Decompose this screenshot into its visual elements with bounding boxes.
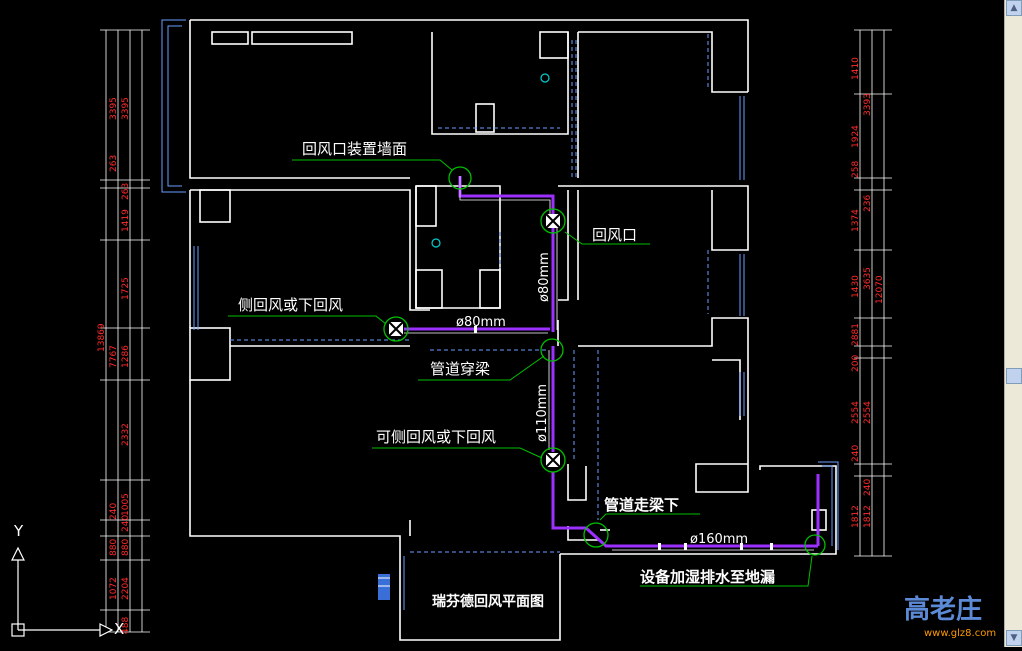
right-dimension-lines [854, 29, 892, 557]
plan-title: 瑞芬德回风平面图 [432, 593, 544, 610]
ucs-axis-icon [11, 546, 114, 637]
watermark-logo: 高老庄 www.glz8.com [904, 594, 996, 639]
dim-right-8: 2554 [851, 401, 861, 424]
optional-return-vent [545, 452, 561, 468]
pipe-size-80-horizontal: ø80mm [456, 315, 506, 330]
callout-circles [383, 166, 826, 556]
dim-left-10: 488 [121, 617, 131, 634]
dim-right-9: 240 [851, 445, 861, 462]
return-air-vents [388, 213, 561, 468]
label-pipe-under-beam: 管道走梁下 [604, 496, 679, 514]
scroll-down-button[interactable]: ▼ [1006, 630, 1022, 646]
label-pipe-through-beam: 管道穿梁 [430, 360, 490, 378]
dim-left-mid-3: 7767 [109, 345, 119, 368]
window-lines [161, 19, 839, 610]
dim-right-mid-3: 3635 [863, 267, 873, 290]
dim-right-mid-4: 2554 [863, 401, 873, 424]
dim-left-4: 1725 [121, 277, 131, 300]
vertical-scrollbar[interactable]: ▲ ▼ [1004, 0, 1022, 647]
watermark-logo-text: 高老庄 [904, 594, 982, 625]
dim-left-8: 240 [121, 515, 131, 532]
pipe-size-160: ø160mm [690, 532, 748, 547]
label-return-wall: 回风口装置墙面 [302, 140, 407, 158]
dim-left-mid-2: 263 [109, 155, 119, 172]
dim-left-mid-4: 240 [109, 503, 119, 520]
dim-left-1: 3395 [121, 97, 131, 120]
dim-right-mid-1: 3393 [863, 93, 873, 116]
label-return-vent: 回风口 [592, 226, 637, 244]
label-optional-side-or-bottom: 可侧回风或下回风 [376, 428, 496, 446]
return-vent-top [545, 213, 561, 229]
dim-left-mid-5: 1072 [109, 577, 119, 600]
dim-left-7: 1005 [121, 493, 131, 516]
dim-left-5: 1286 [121, 345, 131, 368]
label-side-or-bottom-return: 侧回风或下回风 [238, 296, 343, 314]
dim-left-small-2: 880 [121, 539, 131, 556]
leader-lines [228, 159, 813, 587]
floor-plan-walls [189, 19, 837, 641]
ucs-x-label: X [114, 620, 124, 638]
dim-right-mid-2: 236 [863, 195, 873, 212]
dim-right-total: 12070 [875, 275, 885, 304]
dim-left-small-1: 880 [109, 539, 119, 556]
beam-dashed-lines [230, 34, 709, 553]
dim-right-7: 200 [851, 355, 861, 372]
scroll-up-button[interactable]: ▲ [1006, 0, 1022, 16]
watermark-url: www.glz8.com [924, 628, 996, 639]
label-humidifier-drain: 设备加湿排水至地漏 [640, 568, 775, 586]
dim-left-3: 1419 [121, 209, 131, 232]
ucs-y-label: Y [13, 522, 24, 540]
floor-plan-drawing: 回风口装置墙面 回风口 侧回风或下回风 管道穿梁 可侧回风或下回风 管道走梁下 … [11, 19, 996, 641]
dim-left-2: 263 [121, 183, 131, 200]
pipe-size-80-vertical: ø80mm [537, 252, 552, 302]
dim-right-mid-6: 1812 [863, 505, 873, 528]
dim-right-6: 2881 [851, 323, 861, 346]
dim-left-total: 13869 [97, 323, 107, 352]
dim-right-4: 1374 [851, 209, 861, 232]
dim-right-1: 1410 [851, 57, 861, 80]
right-dimension-text: 1410 3393 1924 258 236 1374 1430 3635 12… [851, 57, 885, 528]
fixtures [431, 73, 550, 248]
dim-right-2: 1924 [851, 125, 861, 148]
dim-right-10: 1812 [851, 505, 861, 528]
dim-right-mid-5: 240 [863, 479, 873, 496]
dim-right-5: 1430 [851, 275, 861, 298]
dim-left-6: 2332 [121, 423, 131, 446]
cad-drawing-canvas[interactable]: 回风口装置墙面 回风口 侧回风或下回风 管道穿梁 可侧回风或下回风 管道走梁下 … [0, 0, 1004, 647]
left-dimension-lines [100, 29, 150, 633]
dim-left-mid-1: 3395 [109, 97, 119, 120]
dim-right-3: 258 [851, 161, 861, 178]
dim-left-9: 2204 [121, 577, 131, 600]
pipe-size-110: ø110mm [535, 384, 550, 442]
side-return-vent [388, 321, 404, 337]
left-dimension-text: 3395 3395 263 263 1419 1725 1286 7767 13… [97, 97, 131, 634]
floor-drain-symbol [378, 574, 390, 600]
scroll-thumb[interactable] [1006, 368, 1022, 384]
